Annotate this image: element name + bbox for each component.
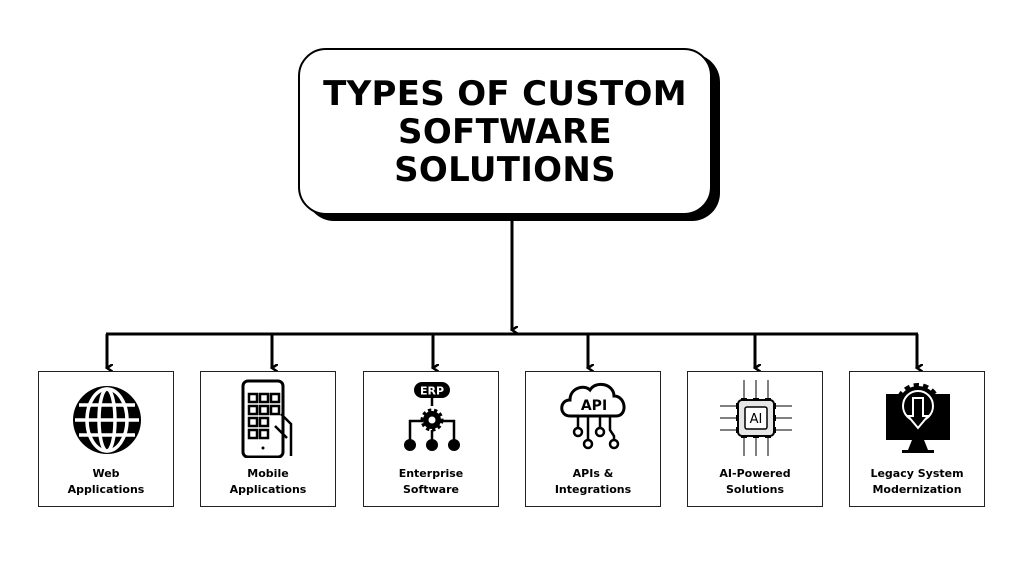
monitor-gear-icon	[886, 383, 950, 453]
label-text: AI-Powered	[719, 467, 791, 480]
label-text: Integrations	[554, 483, 632, 496]
label-text: API	[581, 398, 607, 414]
card-label: APIs & Integrations	[526, 466, 660, 498]
label-text: Enterprise	[398, 467, 464, 480]
label-text: Legacy System	[870, 467, 964, 480]
label-text: ERP	[420, 385, 444, 398]
label-text: SOFTWARE SOLUTIONS	[394, 111, 616, 190]
erp-icon: ERP	[404, 382, 460, 451]
label-text: Web	[92, 467, 120, 480]
api-cloud-icon: API	[560, 382, 626, 450]
card-apis-integrations: API APIs & Integrations	[525, 371, 661, 507]
label-text: Modernization	[872, 483, 962, 496]
mobile-phone-icon	[241, 379, 293, 458]
label-text: Mobile	[247, 467, 289, 480]
label-text: APIs &	[572, 467, 614, 480]
label-text: AI	[750, 412, 763, 427]
ai-chip-icon: AI	[720, 380, 792, 456]
globe-icon	[73, 386, 141, 454]
label-text: TYPES OF CUSTOM	[323, 73, 687, 114]
label-text: Applications	[229, 483, 307, 496]
label-text: Software	[403, 483, 459, 496]
label-text: Applications	[67, 483, 145, 496]
label-text: Solutions	[725, 483, 785, 496]
